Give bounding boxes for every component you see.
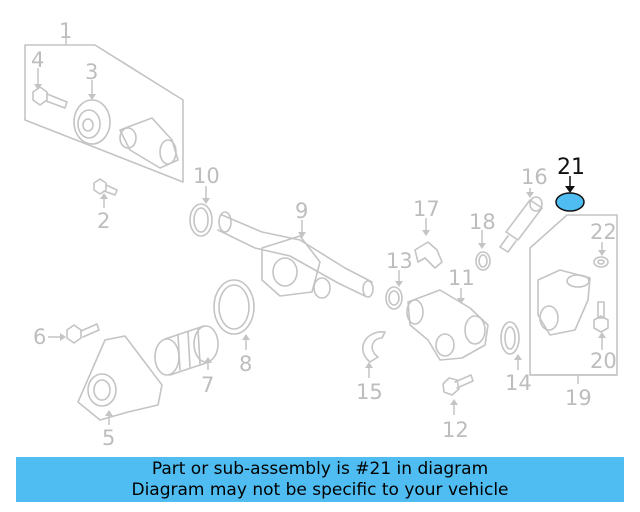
part-10-gasket (189, 203, 213, 237)
part-group-19 (529, 214, 618, 376)
banner-line-1: Part or sub-assembly is #21 in diagram (151, 458, 489, 479)
part-4-bolt (32, 86, 68, 109)
part-22-washer (593, 256, 609, 268)
label-14: 14 (505, 371, 532, 395)
part-labels: 1 4 3 2 10 9 6 7 8 5 13 17 18 16 11 14 1… (31, 19, 617, 450)
part-17-clip (414, 241, 443, 269)
part-12-bolt (442, 374, 474, 396)
part-6-bolt (66, 323, 100, 344)
label-16: 16 (521, 165, 548, 189)
label-18: 18 (469, 210, 496, 234)
label-17: 17 (413, 197, 440, 221)
label-15: 15 (356, 380, 383, 404)
part-14-gasket (500, 321, 520, 355)
label-8: 8 (239, 352, 252, 376)
label-9: 9 (295, 199, 308, 223)
part-group-1 (24, 44, 184, 183)
part-20-stud (593, 301, 609, 333)
label-5: 5 (102, 426, 115, 450)
label-19: 19 (565, 386, 592, 410)
parts-diagram: 1 4 3 2 10 9 6 7 8 5 13 17 18 16 11 14 1… (24, 19, 618, 450)
label-22: 22 (590, 220, 617, 244)
part-13-gasket (385, 286, 403, 310)
label-1: 1 (59, 19, 72, 43)
part-18-oring (475, 251, 491, 271)
part-15-clip (362, 331, 386, 363)
label-2: 2 (97, 209, 110, 233)
label-11: 11 (448, 266, 475, 290)
part-9-pipe (217, 211, 374, 299)
part-8-gasket (213, 279, 255, 335)
part-16-sensor (499, 196, 543, 253)
part-2-bolt (93, 178, 118, 196)
label-10: 10 (193, 164, 220, 188)
label-13: 13 (386, 249, 413, 273)
part-7-filter (154, 325, 219, 376)
label-12: 12 (442, 418, 469, 442)
label-20: 20 (590, 349, 617, 373)
part-11-housing (406, 289, 489, 361)
part-5-housing (77, 335, 163, 421)
banner-line-2: Diagram may not be specific to your vehi… (131, 479, 509, 500)
label-7: 7 (201, 373, 214, 397)
tensioner-body (119, 117, 179, 169)
label-4: 4 (31, 48, 44, 72)
info-banner: Part or sub-assembly is #21 in diagram D… (16, 457, 624, 502)
part-21-highlighted (555, 192, 585, 212)
label-6: 6 (33, 325, 46, 349)
label-3: 3 (85, 60, 98, 84)
part-3-pulley (73, 99, 111, 145)
leader-lines (34, 38, 617, 425)
part-19-outlet (537, 269, 591, 336)
label-21-highlighted: 21 (557, 155, 585, 180)
